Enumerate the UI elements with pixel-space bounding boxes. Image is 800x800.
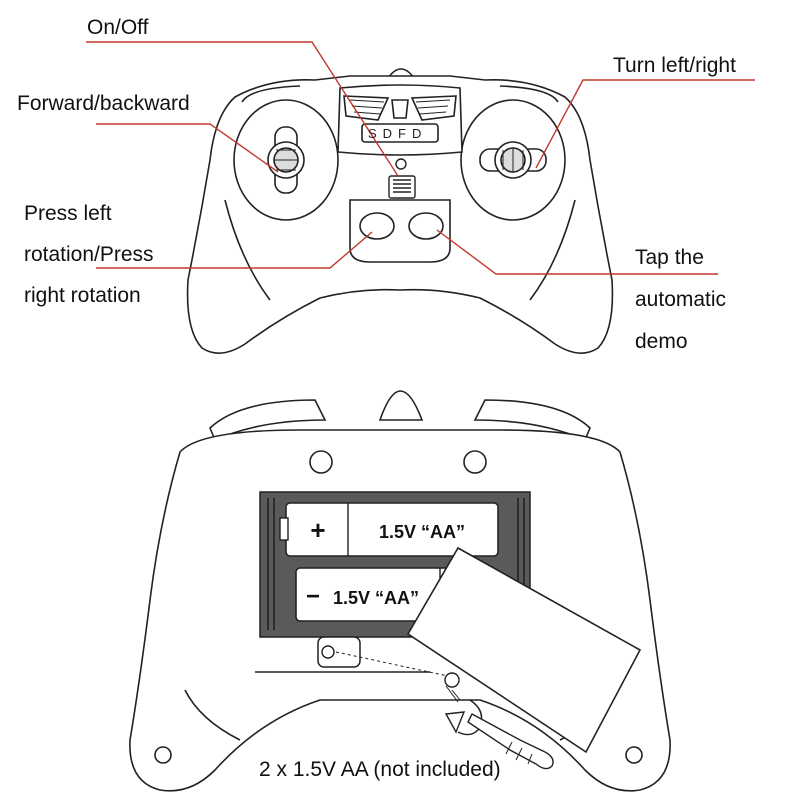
callout-on-off: [86, 41, 399, 177]
grip-hole-left: [154, 746, 172, 764]
logo-text: SDFD: [368, 126, 428, 141]
callout-forward-backward: [96, 123, 279, 173]
battery-top-polarity: +: [310, 515, 325, 545]
label-press-rotation-line-1: Press left: [24, 202, 112, 225]
label-tap-demo-line-1: Tap the: [635, 246, 704, 269]
callout-turn: [535, 79, 755, 169]
callout-lines: [86, 41, 755, 275]
left-rotation-button[interactable]: [359, 212, 395, 240]
grip-hole-right: [625, 746, 643, 764]
label-press-rotation-line-3: right rotation: [24, 284, 141, 307]
screw-hole-left: [309, 450, 333, 474]
screw-icon: [444, 672, 460, 688]
screw-hole-right: [463, 450, 487, 474]
label-forward-backward: Forward/backward: [17, 92, 190, 115]
label-on-off: On/Off: [87, 16, 149, 39]
battery-caption: 2 x 1.5V AA (not included): [259, 758, 501, 781]
callout-tap-demo: [436, 229, 718, 275]
screw-and-screwdriver: [335, 651, 554, 770]
callout-press-rotation: [96, 231, 373, 269]
battery-bottom-polarity: −: [306, 583, 320, 610]
battery-top: [279, 502, 499, 557]
battery-cover[interactable]: [406, 546, 642, 754]
left-shoulder: [209, 399, 327, 442]
right-shoulder: [473, 399, 591, 442]
rotate-arrow-icon: [444, 711, 466, 734]
label-press-rotation-line-2: rotation/Press: [24, 243, 154, 266]
power-switch[interactable]: [388, 158, 416, 199]
battery-top-label: 1.5V “AA”: [379, 522, 465, 542]
left-joystick[interactable]: [267, 126, 305, 194]
label-tap-demo-line-3: demo: [635, 330, 688, 353]
battery-bottom-label: 1.5V “AA”: [333, 588, 419, 608]
label-turn-left-right: Turn left/right: [613, 54, 736, 77]
top-controller: [186, 68, 614, 354]
right-joystick[interactable]: [479, 141, 547, 179]
right-rotation-button[interactable]: [408, 212, 444, 240]
label-tap-demo-line-2: automatic: [635, 288, 727, 311]
